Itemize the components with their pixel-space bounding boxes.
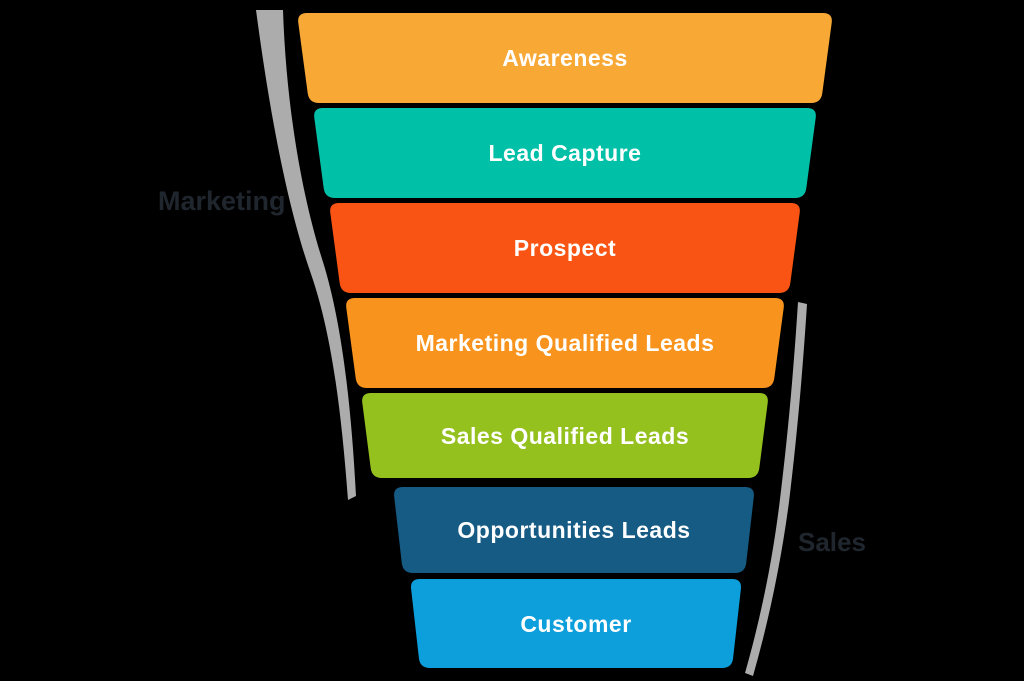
funnel-stage-label-lead-capture: Lead Capture xyxy=(489,140,642,166)
funnel-stage-label-sales-qualified-leads: Sales Qualified Leads xyxy=(441,423,689,449)
decorative-curves xyxy=(256,10,807,676)
funnel-stage-marketing-qualified-leads xyxy=(346,298,784,388)
funnel-stage-label-awareness: Awareness xyxy=(502,45,628,71)
funnel-stage-label-opportunities-leads: Opportunities Leads xyxy=(457,517,690,543)
right-curve-decoration xyxy=(745,302,807,676)
funnel-stage-opportunities-leads xyxy=(394,487,754,573)
funnel-stage-label-prospect: Prospect xyxy=(514,235,616,261)
funnel-stage-customer xyxy=(410,579,742,668)
sales-side-label: Sales xyxy=(798,527,866,557)
funnel-stage-label-customer: Customer xyxy=(520,611,631,637)
funnel-stage-prospect xyxy=(330,203,800,293)
funnel-stage-lead-capture xyxy=(314,108,816,198)
marketing-side-label: Marketing xyxy=(158,186,286,216)
funnel-stage-sales-qualified-leads xyxy=(362,393,768,478)
funnel-stage-awareness xyxy=(298,13,832,103)
left-curve-decoration xyxy=(256,10,356,500)
funnel-stage-label-marketing-qualified-leads: Marketing Qualified Leads xyxy=(416,330,715,356)
